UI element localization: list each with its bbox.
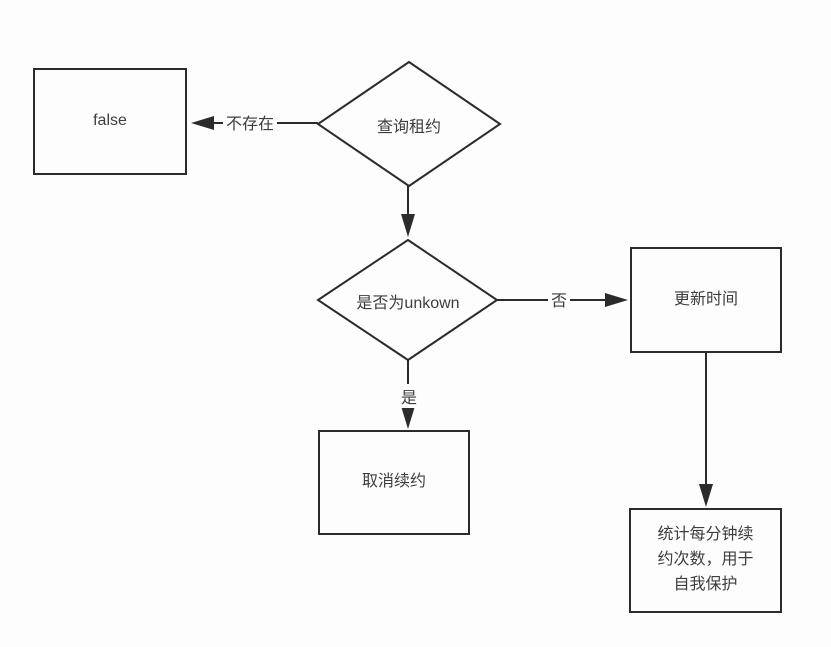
node-renew-stats: 统计每分钟续约次数，用于自我保护 [629, 508, 782, 613]
arrow-query-to-unkown-head [401, 214, 415, 237]
arrow-update-to-stats-head [699, 484, 713, 507]
edge-label-no: 否 [547, 287, 571, 311]
node-cancel-renewal-label: 取消续约 [361, 473, 426, 491]
node-cancel-renewal: 取消续约 [318, 430, 470, 535]
node-false: false [33, 68, 187, 175]
edge-label-not-exist: 不存在 [222, 110, 278, 134]
node-update-time-label: 更新时间 [673, 290, 738, 308]
arrow-not-exist-head [191, 116, 214, 130]
edge-label-yes: 是 [397, 384, 421, 408]
node-renew-stats-label: 统计每分钟续约次数，用于自我保护 [657, 526, 754, 593]
arrow-no-head [605, 293, 628, 307]
node-false-label: false [93, 112, 127, 130]
arrow-yes-head [401, 406, 415, 429]
node-is-unkown-label: 是否为unkown [356, 295, 460, 312]
node-update-time: 更新时间 [630, 247, 782, 353]
node-query-lease-label: 查询租约 [376, 119, 442, 136]
